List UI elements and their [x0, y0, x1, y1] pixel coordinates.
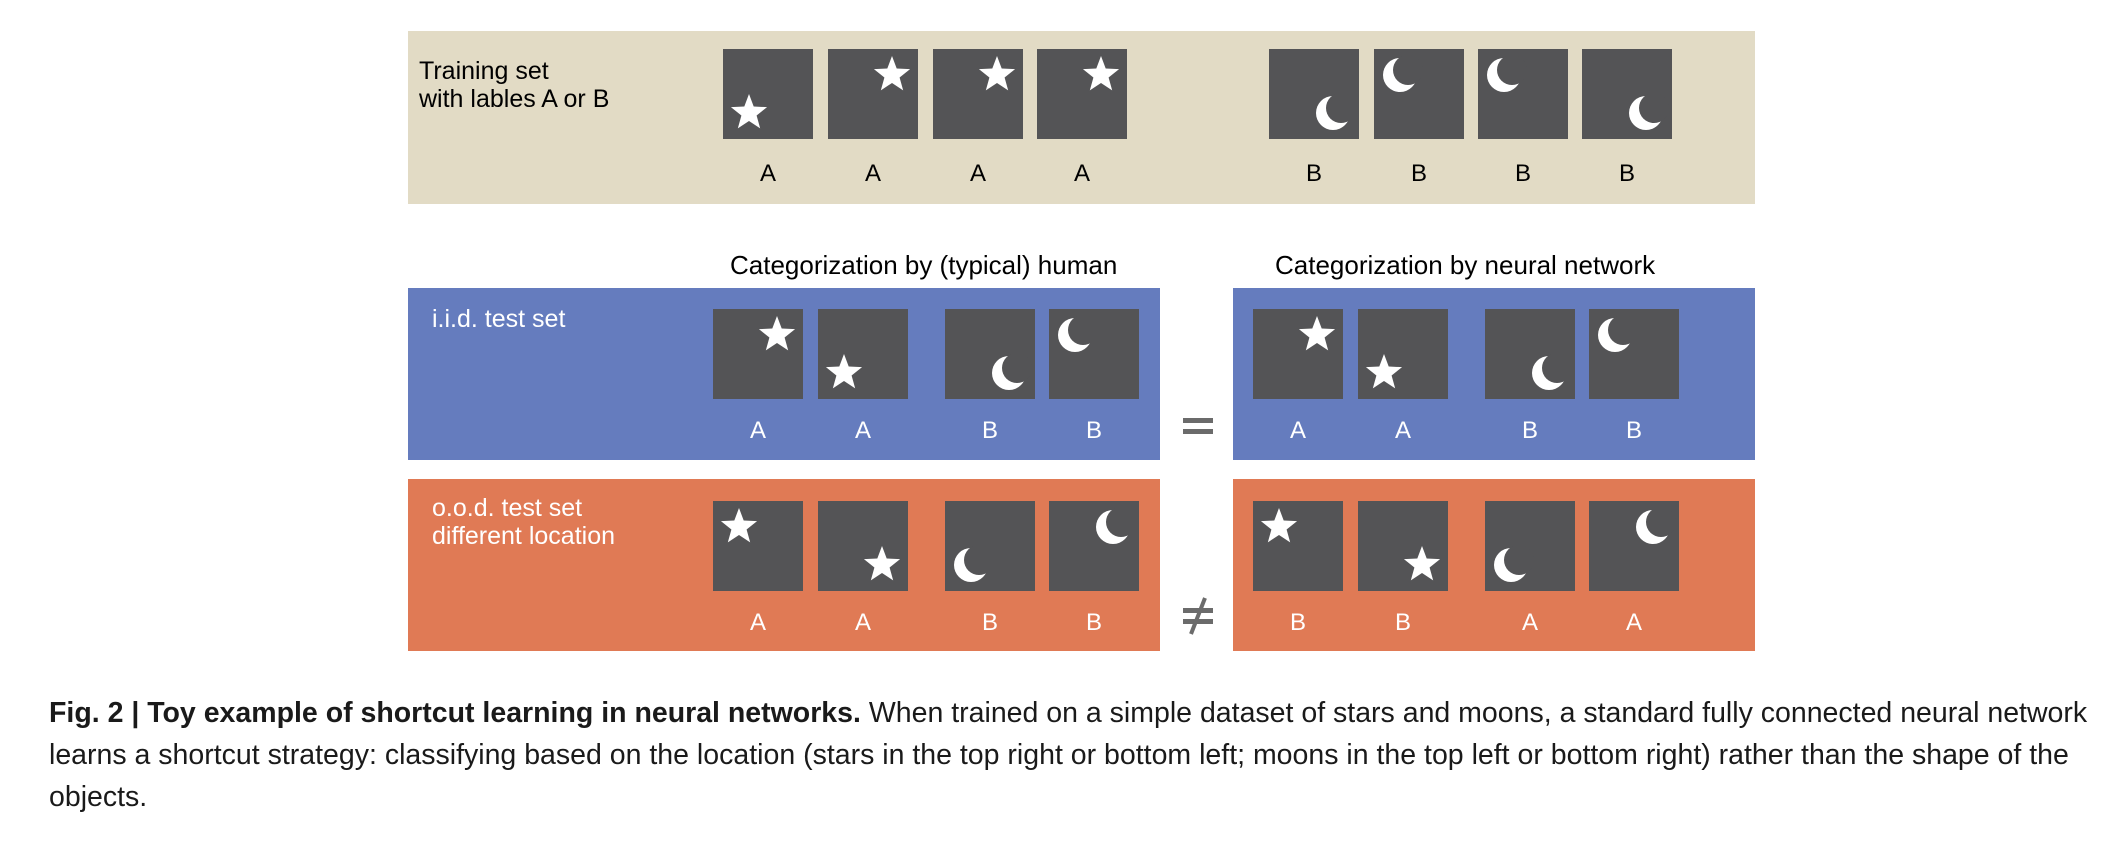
ood-human-panel: o.o.d. test set different location A A B B [408, 479, 1160, 651]
iid-human-label-1: A [749, 417, 766, 444]
moon-icon [992, 353, 1032, 390]
training-label-4: A [1073, 160, 1090, 187]
moon-icon [1096, 507, 1136, 544]
ood-network-tile-4 [1589, 501, 1679, 591]
training-label-2: A [864, 160, 881, 187]
ood-network-tile-3 [1485, 501, 1575, 591]
training-tile-8 [1582, 49, 1672, 139]
ood-human-label-3: B [981, 609, 998, 636]
star-icon [873, 56, 911, 91]
star-icon [720, 508, 758, 543]
moon-icon [1532, 353, 1572, 390]
training-set-panel: Training set with lables A or B A A A A B B B B [408, 31, 1755, 204]
caption-body: When trained on a simple dataset of star… [49, 697, 2088, 813]
ood-network-label-3: A [1521, 609, 1538, 636]
iid-human-tile-4 [1049, 309, 1139, 399]
moon-icon [1598, 315, 1638, 352]
star-icon [978, 56, 1016, 91]
ood-network-label-2: B [1394, 609, 1411, 636]
training-label-5: B [1305, 160, 1322, 187]
training-tile-6 [1374, 49, 1464, 139]
iid-network-tile-3 [1485, 309, 1575, 399]
iid-network-label-2: A [1394, 417, 1411, 444]
training-tile-4 [1037, 49, 1127, 139]
ood-human-label-1: A [749, 609, 766, 636]
ood-network-tile-2 [1358, 501, 1448, 591]
iid-human-label-3: B [981, 417, 998, 444]
training-tile-3 [933, 49, 1023, 139]
iid-human-label-4: B [1085, 417, 1102, 444]
ood-human-tile-1 [713, 501, 803, 591]
iid-network-tile-4 [1589, 309, 1679, 399]
ood-network-label-1: B [1289, 609, 1306, 636]
iid-network-label-4: B [1625, 417, 1642, 444]
iid-human-tile-2 [818, 309, 908, 399]
not-equal-sign-icon [1183, 597, 1213, 635]
ood-human-label-4: B [1085, 609, 1102, 636]
star-icon [1082, 56, 1120, 91]
training-tile-5 [1269, 49, 1359, 139]
ood-human-label-2: A [854, 609, 871, 636]
training-label-8: B [1618, 160, 1635, 187]
iid-human-tile-1 [713, 309, 803, 399]
star-icon [1403, 546, 1441, 581]
star-icon [1365, 354, 1403, 389]
moon-icon [1629, 93, 1669, 130]
moon-icon [1058, 315, 1098, 352]
iid-network-label-3: B [1521, 417, 1538, 444]
figure-caption: Fig. 2 | Toy example of shortcut learnin… [49, 692, 2099, 818]
iid-test-set-title: i.i.d. test set [432, 305, 566, 333]
moon-icon [1487, 55, 1527, 92]
training-tile-1 [723, 49, 813, 139]
iid-network-tile-2 [1358, 309, 1448, 399]
moon-icon [1494, 545, 1534, 582]
training-label-6: B [1410, 160, 1427, 187]
ood-test-set-title: o.o.d. test set different location [432, 494, 615, 550]
training-tile-7 [1478, 49, 1568, 139]
training-set-title: Training set with lables A or B [419, 57, 610, 113]
moon-icon [1316, 93, 1356, 130]
ood-human-tile-4 [1049, 501, 1139, 591]
ood-network-label-4: A [1625, 609, 1642, 636]
training-label-1: A [759, 160, 776, 187]
iid-human-panel: i.i.d. test set A A B B [408, 288, 1160, 460]
moon-icon [1383, 55, 1423, 92]
moon-icon [954, 545, 994, 582]
human-categorization-header: Categorization by (typical) human [730, 250, 1118, 280]
iid-network-label-1: A [1289, 417, 1306, 444]
moon-icon [1636, 507, 1676, 544]
star-icon [758, 316, 796, 351]
ood-human-tile-2 [818, 501, 908, 591]
caption-title: Fig. 2 | Toy example of shortcut learnin… [49, 697, 861, 729]
training-label-3: A [969, 160, 986, 187]
iid-network-tile-1 [1253, 309, 1343, 399]
star-icon [1260, 508, 1298, 543]
network-categorization-header: Categorization by neural network [1275, 250, 1656, 280]
star-icon [863, 546, 901, 581]
star-icon [825, 354, 863, 389]
star-icon [1298, 316, 1336, 351]
star-icon [730, 94, 768, 129]
ood-network-tile-1 [1253, 501, 1343, 591]
training-tile-2 [828, 49, 918, 139]
ood-human-tile-3 [945, 501, 1035, 591]
iid-human-tile-3 [945, 309, 1035, 399]
equal-sign-icon [1183, 418, 1213, 434]
training-label-7: B [1514, 160, 1531, 187]
iid-human-label-2: A [854, 417, 871, 444]
